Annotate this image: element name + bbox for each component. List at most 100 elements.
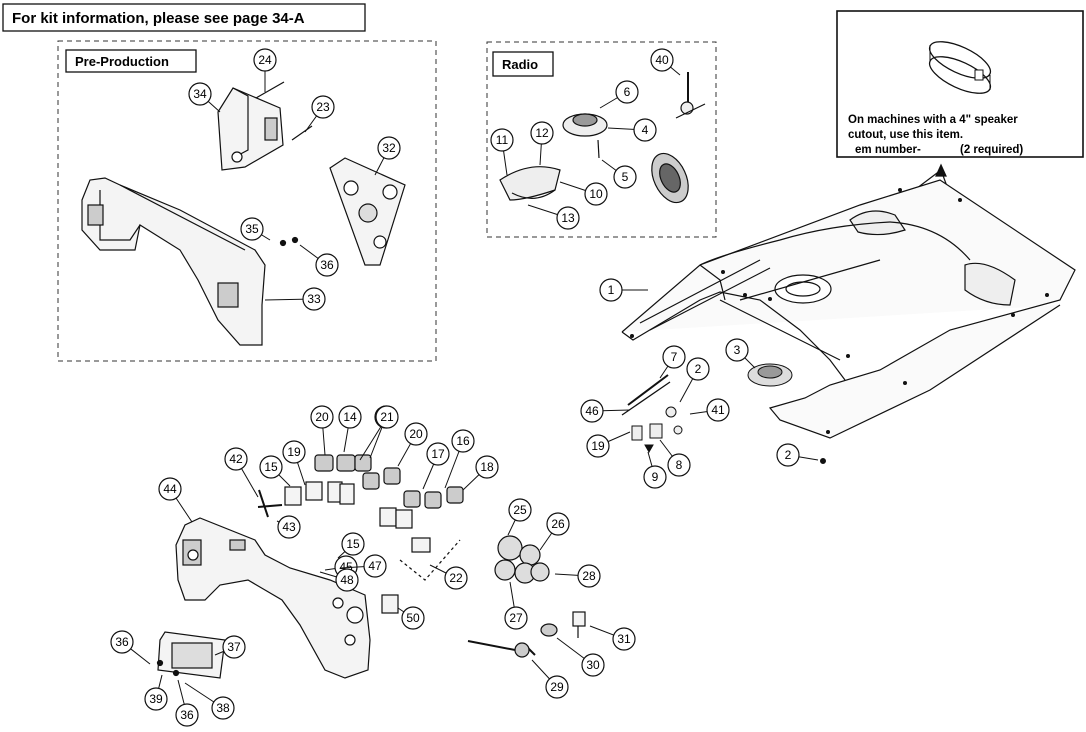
callout-36: 36 (110, 630, 151, 665)
callout-circle (586, 434, 610, 458)
callout-circle (599, 278, 623, 302)
callout-number: 18 (480, 460, 494, 474)
callout-6: 6 (599, 80, 639, 109)
callout-circle (612, 627, 636, 651)
callout-circle (158, 477, 182, 501)
callout-circle (556, 206, 580, 230)
callout-19: 19 (586, 431, 631, 458)
callout-number: 39 (149, 692, 163, 706)
callout-circle (335, 568, 359, 592)
callout-circle (341, 532, 365, 556)
callout-10: 10 (559, 181, 608, 206)
callout-26: 26 (539, 512, 570, 551)
callout-number: 20 (315, 410, 329, 424)
callout-number: 44 (163, 482, 177, 496)
callout-number: 20 (409, 427, 423, 441)
callout-35: 35 (240, 217, 271, 241)
callout-number: 1 (608, 283, 615, 297)
callout-number: 28 (582, 569, 596, 583)
callout-number: 36 (320, 258, 334, 272)
callout-circle (404, 422, 428, 446)
callout-36: 36 (175, 679, 199, 727)
callout-circle (643, 465, 667, 489)
callout-8: 8 (659, 439, 691, 477)
callout-24: 24 (253, 48, 277, 92)
callout-number: 32 (382, 141, 396, 155)
callout-circle (584, 182, 608, 206)
callout-circle (315, 253, 339, 277)
callout-number: 42 (229, 452, 243, 466)
callout-number: 2 (785, 448, 792, 462)
callout-circle (224, 447, 248, 471)
callout-number: 14 (343, 410, 357, 424)
callout-9: 9 (643, 451, 667, 489)
callout-number: 12 (535, 126, 549, 140)
radio-section: Radio (486, 41, 717, 238)
callout-46: 46 (580, 399, 631, 423)
callout-1: 1 (599, 278, 648, 302)
callout-circle (504, 606, 528, 630)
callout-7: 7 (659, 345, 686, 379)
callout-number: 41 (711, 403, 725, 417)
callout-number: 21 (380, 410, 394, 424)
pre-production-section: Pre-Production (57, 40, 437, 362)
callout-circle (667, 453, 691, 477)
callout-circle (545, 675, 569, 699)
callout-number: 3 (734, 343, 741, 357)
callout-number: 19 (287, 445, 301, 459)
callout-number: 38 (216, 701, 230, 715)
callout-number: 36 (115, 635, 129, 649)
callout-circle (650, 48, 674, 72)
callout-circle (615, 80, 639, 104)
callout-31: 31 (589, 625, 636, 651)
callout-number: 5 (622, 170, 629, 184)
callout-circle (363, 554, 387, 578)
callout-number: 37 (227, 640, 241, 654)
callout-34: 34 (188, 82, 221, 113)
callout-number: 33 (307, 292, 321, 306)
callout-27: 27 (504, 581, 528, 630)
callout-47: 47 (339, 554, 387, 578)
kit-info-box: For kit information, please see page 34-… (2, 3, 366, 32)
callout-number: 36 (180, 708, 194, 722)
callout-circle (613, 165, 637, 189)
callout-number: 2 (695, 362, 702, 376)
callout-circle (490, 128, 514, 152)
callout-number: 11 (496, 133, 509, 147)
callout-30: 30 (556, 637, 605, 677)
callout-28: 28 (554, 564, 601, 588)
callout-number: 24 (258, 53, 272, 67)
callout-number: 25 (513, 503, 527, 517)
kit-info-text: For kit information, please see page 34-… (12, 10, 305, 27)
callout-circle (338, 405, 362, 429)
callout-2: 2 (776, 443, 819, 467)
callout-circle (725, 338, 749, 362)
callout-15: 15 (259, 455, 291, 487)
callout-38: 38 (184, 682, 235, 720)
callout-number: 27 (509, 611, 523, 625)
callout-12: 12 (530, 121, 554, 166)
callout-number: 4 (642, 123, 649, 137)
small-hardware-cluster (631, 406, 826, 464)
callout-41: 41 (689, 398, 730, 422)
callout-circle (508, 498, 532, 522)
callout-number: 15 (264, 460, 278, 474)
callout-15: 15 (337, 532, 365, 559)
callout-circle (144, 687, 168, 711)
callout-number: 9 (652, 470, 659, 484)
callout-circle (377, 136, 401, 160)
callout-number: 30 (586, 658, 600, 672)
grommet-part (747, 363, 793, 387)
callout-circle (310, 405, 334, 429)
callout-20: 20 (397, 422, 428, 467)
callout-circle (633, 118, 657, 142)
callout-number: 34 (193, 87, 207, 101)
note-line-1: On machines with a 4" speaker (848, 114, 1018, 126)
callout-circle (222, 635, 246, 659)
callout-17: 17 (422, 442, 450, 490)
callout-circle (253, 48, 277, 72)
callout-circle (311, 95, 335, 119)
callout-33: 33 (264, 287, 326, 311)
callout-circle (546, 512, 570, 536)
callout-circle (401, 606, 425, 630)
